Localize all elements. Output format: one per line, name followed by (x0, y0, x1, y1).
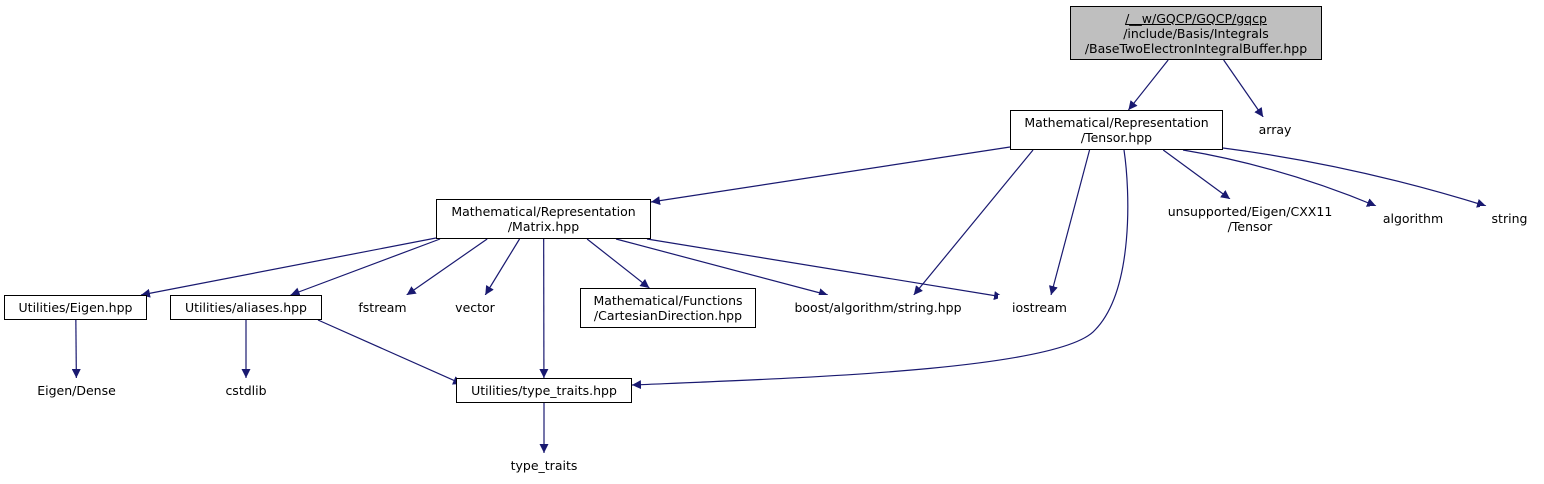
node-label-line: Mathematical/Representation (1024, 115, 1209, 130)
node-cstdlib: cstdlib (213, 378, 279, 403)
node-fstream: fstream (347, 295, 418, 320)
node-util-eigen[interactable]: Utilities/Eigen.hpp (4, 295, 147, 320)
node-tensor[interactable]: Mathematical/Representation/Tensor.hpp (1010, 110, 1223, 150)
node-label-line: /Tensor.hpp (1080, 130, 1153, 145)
node-label-line: Utilities/type_traits.hpp (471, 383, 617, 398)
node-label-line: cstdlib (225, 383, 267, 398)
edge-matrix-to-boost_string (615, 238, 828, 298)
node-label-line: vector (455, 300, 495, 315)
edge-matrix-to-util_aliases (290, 238, 441, 297)
node-label-line: Utilities/Eigen.hpp (18, 300, 133, 315)
node-matrix[interactable]: Mathematical/Representation/Matrix.hpp (436, 199, 651, 239)
node-type-traits: type_traits (498, 453, 590, 478)
node-array: array (1246, 117, 1304, 141)
node-label-line: Utilities/aliases.hpp (184, 300, 307, 315)
edge-matrix-to-fstream (406, 238, 488, 296)
node-util-type-traits[interactable]: Utilities/type_traits.hpp (456, 378, 632, 403)
edge-root-to-tensor (1127, 59, 1169, 111)
node-label-line: Mathematical/Representation (451, 204, 636, 219)
node-label-line: iostream (1012, 300, 1067, 315)
edge-matrix-to-vector (484, 238, 521, 296)
edge-matrix-to-cartesian (586, 238, 650, 289)
node-label-line: Mathematical/Functions (593, 293, 743, 308)
node-label-line: fstream (358, 300, 407, 315)
edge-matrix-to-util_eigen (140, 237, 437, 298)
node-label-line: array (1258, 121, 1292, 137)
node-eigen-dense: Eigen/Dense (25, 378, 128, 403)
edge-tensor-to-string (1222, 147, 1487, 208)
edge-tensor-to-eigen_tensor (1162, 149, 1231, 200)
edge-root-to-array (1223, 59, 1264, 118)
node-label-line: type_traits (510, 458, 578, 473)
node-vector: vector (444, 295, 506, 320)
node-eigen-tensor: unsupported/Eigen/CXX11/Tensor (1154, 199, 1346, 239)
edge-tensor-to-iostream (1049, 149, 1091, 296)
edge-util_eigen-to-eigen_dense (71, 319, 81, 379)
node-algorithm: algorithm (1370, 206, 1456, 231)
node-label-line: /CartesianDirection.hpp (593, 308, 743, 323)
edge-tensor-to-boost_string (913, 149, 1034, 296)
node-label-line: /Tensor (1227, 219, 1273, 234)
node-label-line: /__w/GQCP/GQCP/gqcp (1125, 10, 1267, 26)
node-label-line: string (1491, 211, 1528, 226)
edge-tensor-to-matrix (650, 146, 1011, 206)
node-boost-string: boost/algorithm/string.hpp (781, 295, 975, 320)
node-util-aliases[interactable]: Utilities/aliases.hpp (170, 295, 322, 320)
node-cartesian[interactable]: Mathematical/Functions/CartesianDirectio… (580, 288, 756, 328)
edge-matrix-to-iostream (646, 238, 1004, 300)
node-label-line: /Matrix.hpp (507, 219, 580, 234)
node-label-line: boost/algorithm/string.hpp (794, 300, 962, 315)
node-label-line: algorithm (1382, 211, 1444, 226)
node-iostream: iostream (998, 295, 1081, 320)
edge-tensor-to-util_type_traits (631, 149, 1129, 390)
node-root[interactable]: /__w/GQCP/GQCP/gqcp/include/Basis/Integr… (1070, 6, 1322, 60)
node-label-line: unsupported/Eigen/CXX11 (1167, 204, 1333, 219)
node-label-line: Eigen/Dense (37, 383, 116, 398)
node-label-line: /BaseTwoElectronIntegralBuffer.hpp (1084, 40, 1308, 56)
node-string: string (1480, 206, 1539, 231)
node-label-line: /include/Basis/Integrals (1123, 25, 1269, 41)
edge-tensor-to-algorithm (1182, 149, 1377, 207)
edge-util_aliases-to-util_type_traits (317, 319, 463, 385)
